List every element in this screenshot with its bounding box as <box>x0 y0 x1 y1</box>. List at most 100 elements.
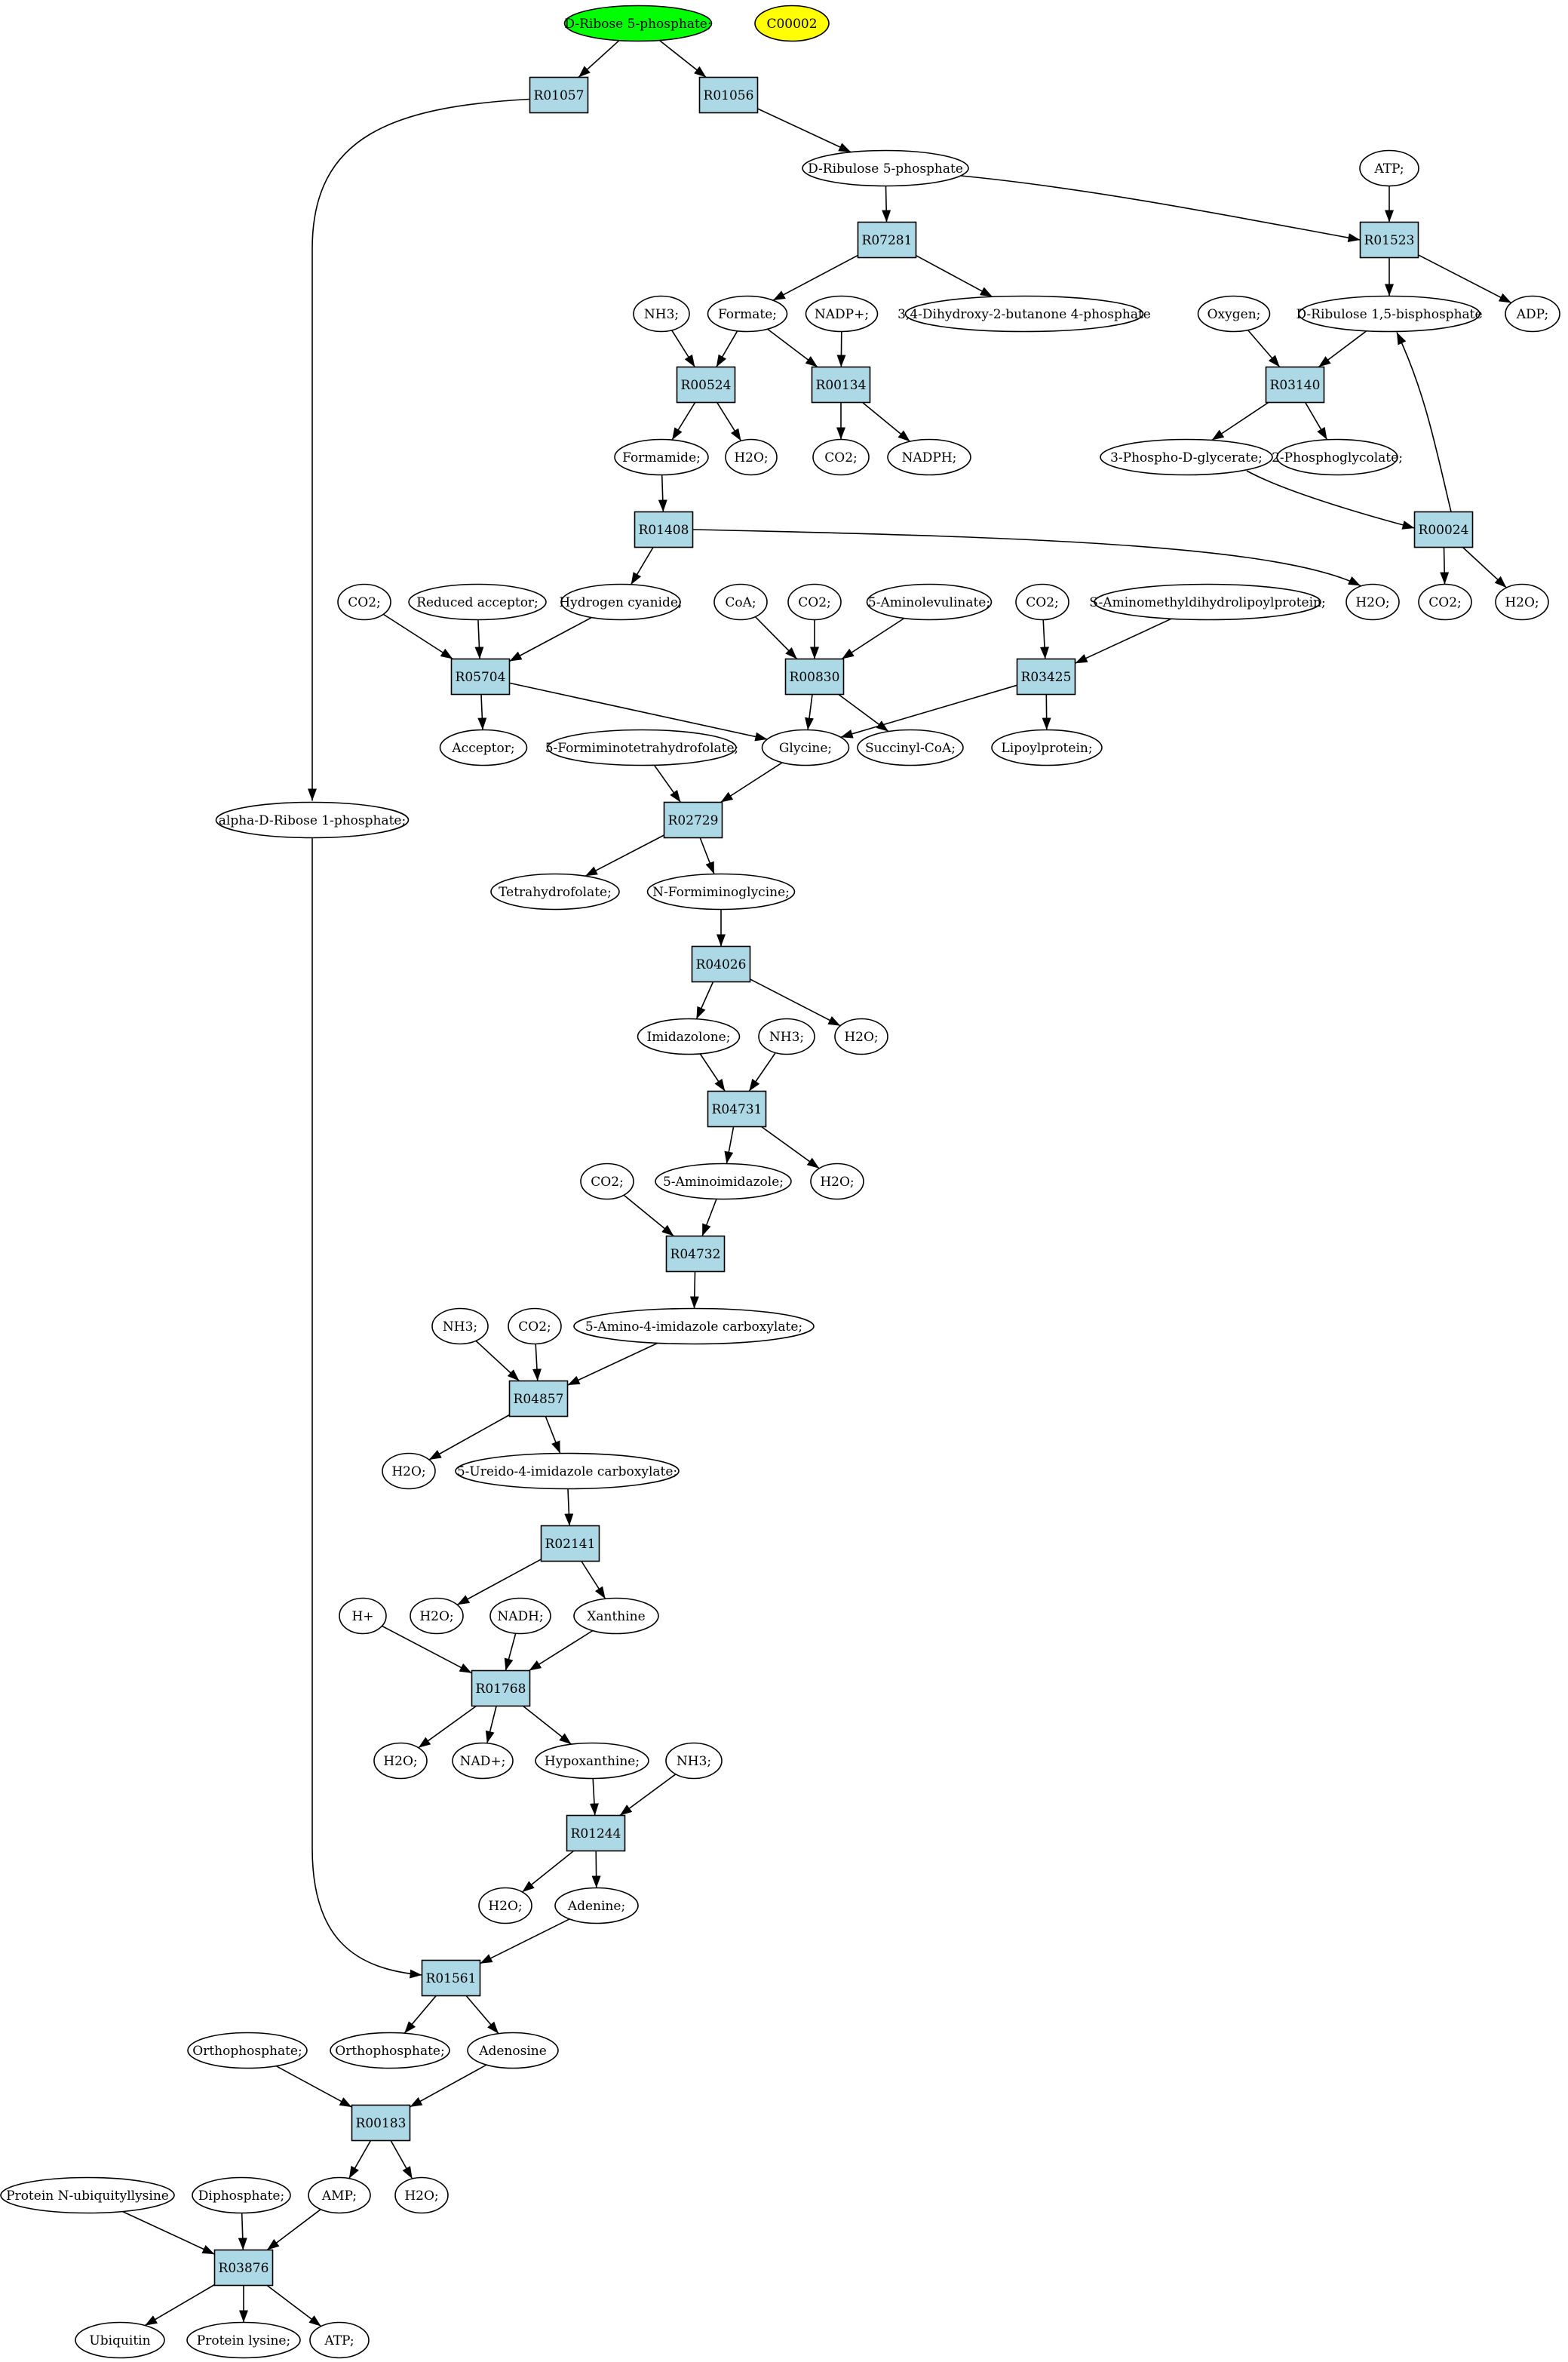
compound-node-c_h2o_7[interactable]: H2O; <box>410 1597 464 1635</box>
compound-node-c_nh3_3[interactable]: NH3; <box>431 1307 489 1345</box>
compound-node-c_2pglyc[interactable]: 2-Phosphoglycolate; <box>1272 438 1403 476</box>
reaction-node-r02729[interactable]: R02729 <box>663 801 723 839</box>
reaction-node-r01057[interactable]: R01057 <box>529 76 589 114</box>
compound-node-c_formate[interactable]: Formate; <box>707 295 788 333</box>
compound-node-c_h2o_1[interactable]: H2O; <box>725 438 778 476</box>
compound-node-c_h2o_5[interactable]: H2O; <box>810 1163 864 1200</box>
reaction-node-r03876[interactable]: R03876 <box>213 2249 274 2287</box>
reaction-node-r00524[interactable]: R00524 <box>676 366 736 404</box>
compound-node-c_h2o_8[interactable]: H2O; <box>373 1742 428 1780</box>
compound-node-c_formamide[interactable]: Formamide; <box>614 438 709 476</box>
compound-node-c_nh3_4[interactable]: NH3; <box>665 1742 723 1780</box>
reaction-node-r03425[interactable]: R03425 <box>1016 658 1076 696</box>
compound-node-c_succoa[interactable]: Succinyl-CoA; <box>857 729 964 766</box>
compound-node-c_redacc[interactable]: Reduced acceptor; <box>408 583 547 621</box>
compound-node-c_acceptor[interactable]: Acceptor; <box>439 729 528 766</box>
compound-node-c_co2_7[interactable]: CO2; <box>508 1307 562 1345</box>
compound-node-c_glycine[interactable]: Glycine; <box>761 729 850 766</box>
reaction-node-r01523[interactable]: R01523 <box>1359 221 1419 259</box>
compound-node-c_h2o_9[interactable]: H2O; <box>478 1887 532 1924</box>
compound-node-c_h2o_6[interactable]: H2O; <box>382 1452 436 1490</box>
compound-node-c_dribu5p[interactable]: D-Ribulose 5-phosphate <box>802 149 969 187</box>
compound-node-c_nfgly[interactable]: N-Formiminoglycine; <box>646 873 796 911</box>
reaction-node-r04732[interactable]: R04732 <box>665 1235 726 1273</box>
compound-node-c_hcn[interactable]: Hydrogen cyanide; <box>559 583 683 621</box>
compound-node-c_nadp[interactable]: NADP+; <box>805 295 879 333</box>
compound-node-c_dhb4p[interactable]: 3,4-Dihydroxy-2-butanone 4-phosphate <box>898 295 1151 333</box>
compound-node-c_5aimid[interactable]: 5-Aminoimidazole; <box>655 1163 792 1200</box>
edge-r03425-to-c_glycine <box>840 684 1017 739</box>
compound-node-c_pnul[interactable]: Protein N-ubiquityllysine <box>0 2176 175 2214</box>
compound-node-c_adenosine[interactable]: Adenosine <box>467 2032 559 2069</box>
compound-node-c_5ala[interactable]: 5-Aminolevulinate; <box>866 583 993 621</box>
reaction-node-r04026[interactable]: R04026 <box>691 945 751 983</box>
reaction-node-r02141[interactable]: R02141 <box>540 1525 600 1562</box>
reaction-node-r04857[interactable]: R04857 <box>508 1380 569 1418</box>
reaction-node-r01408[interactable]: R01408 <box>634 511 694 548</box>
compound-node-c_h2o_4[interactable]: H2O; <box>834 1018 888 1055</box>
compound-node-c_atp2[interactable]: ATP; <box>309 2321 370 2359</box>
compound-node-c_plys[interactable]: Protein lysine; <box>186 2321 301 2359</box>
compound-node-c_nh3_1[interactable]: NH3; <box>633 295 690 333</box>
reaction-node-r01561[interactable]: R01561 <box>421 1959 481 1997</box>
compound-node-c_nadph[interactable]: NADPH; <box>887 438 971 476</box>
compound-node-c_hypox[interactable]: Hypoxanthine; <box>535 1742 649 1780</box>
compound-node-c_xanthine[interactable]: Xanthine <box>573 1597 659 1635</box>
node-label: R01244 <box>571 1826 621 1841</box>
compound-ellipse <box>665 1742 723 1780</box>
reaction-node-r05704[interactable]: R05704 <box>450 658 511 696</box>
edge-r02141-to-c_xanthine <box>581 1561 606 1599</box>
compound-node-c_ortho1[interactable]: Orthophosphate; <box>187 2032 308 2069</box>
compound-node-c_h2o_3[interactable]: H2O; <box>1495 583 1549 621</box>
reaction-node-r00830[interactable]: R00830 <box>784 658 845 696</box>
compound-node-c_nadh[interactable]: NADH; <box>489 1597 551 1635</box>
compound-node-c_samdlp[interactable]: S-Aminomethyldihydrolipoylprotein; <box>1089 583 1326 621</box>
compound-node-c_oxygen[interactable]: Oxygen; <box>1197 295 1271 333</box>
compound-node-c_coa[interactable]: CoA; <box>713 583 768 621</box>
compound-node-c_c00002[interactable]: C00002 <box>754 5 830 42</box>
compound-node-c_co2_1[interactable]: CO2; <box>812 438 870 476</box>
compound-node-c_co2_3[interactable]: CO2; <box>787 583 842 621</box>
compound-node-c_5fthf[interactable]: 5-Formiminotetrahydrofolate; <box>545 729 739 766</box>
reaction-node-r01244[interactable]: R01244 <box>566 1814 626 1852</box>
compound-node-c_nh3_2[interactable]: NH3; <box>758 1018 815 1055</box>
compound-node-c_amp[interactable]: AMP; <box>308 2176 371 2214</box>
reaction-node-r00024[interactable]: R00024 <box>1413 511 1474 548</box>
compound-node-c_5u4ic[interactable]: 5-Ureido-4-imidazole carboxylate; <box>455 1452 680 1490</box>
reaction-node-r03140[interactable]: R03140 <box>1265 366 1325 404</box>
compound-node-c_co2_2[interactable]: CO2; <box>337 583 391 621</box>
node-label: alpha-D-Ribose 1-phosphate; <box>219 813 406 828</box>
reaction-node-r07281[interactable]: R07281 <box>857 221 917 259</box>
compound-node-c_3pg[interactable]: 3-Phospho-D-glycerate; <box>1100 438 1273 476</box>
edge-c_dribu5p-to-r01523 <box>960 175 1361 243</box>
compound-node-c_co2_5[interactable]: CO2; <box>1418 583 1472 621</box>
compound-node-c_co2_4[interactable]: CO2; <box>1015 583 1069 621</box>
compound-node-c_lipoyl[interactable]: Lipoylprotein; <box>991 729 1103 766</box>
reaction-node-r00134[interactable]: R00134 <box>811 366 871 404</box>
compound-node-c_thf[interactable]: Tetrahydrofolate; <box>490 873 620 911</box>
reaction-node-r00183[interactable]: R00183 <box>351 2104 411 2142</box>
compound-node-c_hplus[interactable]: H+ <box>339 1597 387 1635</box>
compound-node-c_imidazolone[interactable]: Imidazolone; <box>637 1018 741 1055</box>
compound-node-c_atp1[interactable]: ATP; <box>1359 149 1419 187</box>
compound-node-c_5a4ic[interactable]: 5-Amino-4-imidazole carboxylate; <box>573 1307 815 1345</box>
compound-node-c_h2o_2[interactable]: H2O; <box>1346 583 1400 621</box>
compound-node-c_adp[interactable]: ADP; <box>1505 295 1560 333</box>
compound-node-c_drib5p[interactable]: D-Ribose 5-phosphate; <box>563 5 713 42</box>
compound-ellipse <box>761 729 850 766</box>
reaction-node-r01056[interactable]: R01056 <box>698 76 759 114</box>
node-label: R01561 <box>426 1971 477 1986</box>
compound-node-c_adenine[interactable]: Adenine; <box>554 1887 639 1924</box>
compound-node-c_ubiquitin[interactable]: Ubiquitin <box>75 2321 165 2359</box>
compound-node-c_diphos[interactable]: Diphosphate; <box>192 2176 291 2214</box>
reaction-node-r04731[interactable]: R04731 <box>707 1090 767 1128</box>
compound-node-c_co2_6[interactable]: CO2; <box>580 1163 634 1200</box>
compound-node-c_drubp[interactable]: D-Ribulose 1,5-bisphosphate <box>1296 295 1483 333</box>
compound-node-c_ortho2[interactable]: Orthophosphate; <box>330 2032 450 2069</box>
edge-c_hplus-to-r01768 <box>382 1625 472 1674</box>
compound-node-c_adr1p[interactable]: alpha-D-Ribose 1-phosphate; <box>215 801 410 839</box>
reaction-node-r01768[interactable]: R01768 <box>471 1669 531 1707</box>
compound-node-c_h2o_10[interactable]: H2O; <box>394 2176 449 2214</box>
edge-c_dribu5p-to-r07281 <box>882 186 891 223</box>
compound-node-c_nad[interactable]: NAD+; <box>452 1742 514 1780</box>
